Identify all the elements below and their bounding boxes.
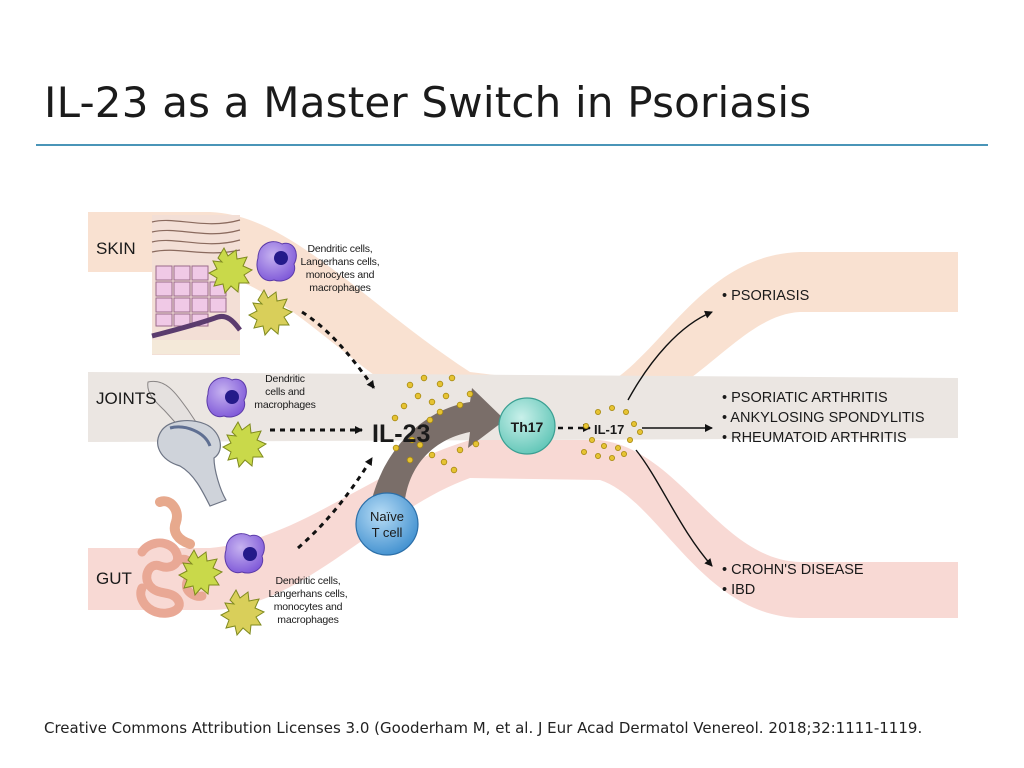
skin-cell-label: Dendritic cells, Langerhans cells, monoc… [301,243,380,294]
region-skin-label: SKIN [96,239,136,258]
macrophage-cells [206,241,297,574]
disease-labels: • PSORIASIS • PSORIATIC ARTHRITIS • ANKY… [722,288,925,598]
region-gut-label: GUT [96,569,132,588]
region-joints-label: JOINTS [96,389,156,408]
disease-crohns: • CROHN'S DISEASE [722,562,864,578]
disease-ibd: • IBD [722,582,755,598]
dendritic-cells [177,246,294,637]
il23-cytokine-dots [391,374,480,474]
naive-t-cell: Naïve T cell [355,492,419,556]
macrophage-skin [256,241,297,282]
skin-cell-line4: macrophages [309,282,370,294]
disease-psoriatic-arthritis: • PSORIATIC ARTHRITIS [722,390,888,406]
il23-label: IL-23 [372,420,430,448]
differentiation-arrow [370,388,505,512]
naive-label-line1: Naïve [370,509,404,524]
gut-cell-line2: Langerhans cells, [269,588,348,600]
macrophage-gut [224,533,265,574]
joint-bone [147,380,227,507]
gut-cell-label: Dendritic cells, Langerhans cells, monoc… [269,575,348,626]
arrow-to-crohns [635,449,713,567]
disease-arrows [627,310,713,567]
disease-ankylosing-spondylitis: • ANKYLOSING SPONDYLITIS [722,410,925,426]
skin-cell-line3: monocytes and [306,269,375,281]
naive-label-line2: T cell [372,525,403,540]
macrophage-joints [206,377,247,418]
disease-psoriasis: • PSORIASIS [722,288,809,304]
gut-to-il23-arrow [297,457,374,550]
title-divider [36,144,988,146]
skin-band [88,212,958,428]
slide-title: IL-23 as a Master Switch in Psoriasis [44,78,812,127]
skin-cell-line1: Dendritic cells, [307,243,372,255]
gut-cell-line1: Dendritic cells, [275,575,340,587]
th17-label: Th17 [511,419,544,435]
th17-cell: Th17 [498,397,556,455]
gut-cell-line4: macrophages [277,614,338,626]
gut-cell-line3: monocytes and [274,601,343,613]
signal-arrows [270,310,591,550]
joints-cell-line3: macrophages [254,399,315,411]
gut-band [88,440,958,618]
disease-rheumatoid-arthritis: • RHEUMATOID ARTHRITIS [722,430,907,446]
il17-cytokine-dots [581,404,644,461]
joints-cell-line2: cells and [265,386,305,398]
joints-cell-line1: Dendritic [265,373,305,385]
arrow-to-psoriasis [627,310,713,401]
il17-label: IL-17 [594,422,624,437]
citation: Creative Commons Attribution Licenses 3.… [44,719,923,737]
skin-to-il23-arrow [301,310,376,389]
joints-cell-label: Dendritic cells and macrophages [254,373,316,411]
skin-cell-line2: Langerhans cells, [301,256,380,268]
